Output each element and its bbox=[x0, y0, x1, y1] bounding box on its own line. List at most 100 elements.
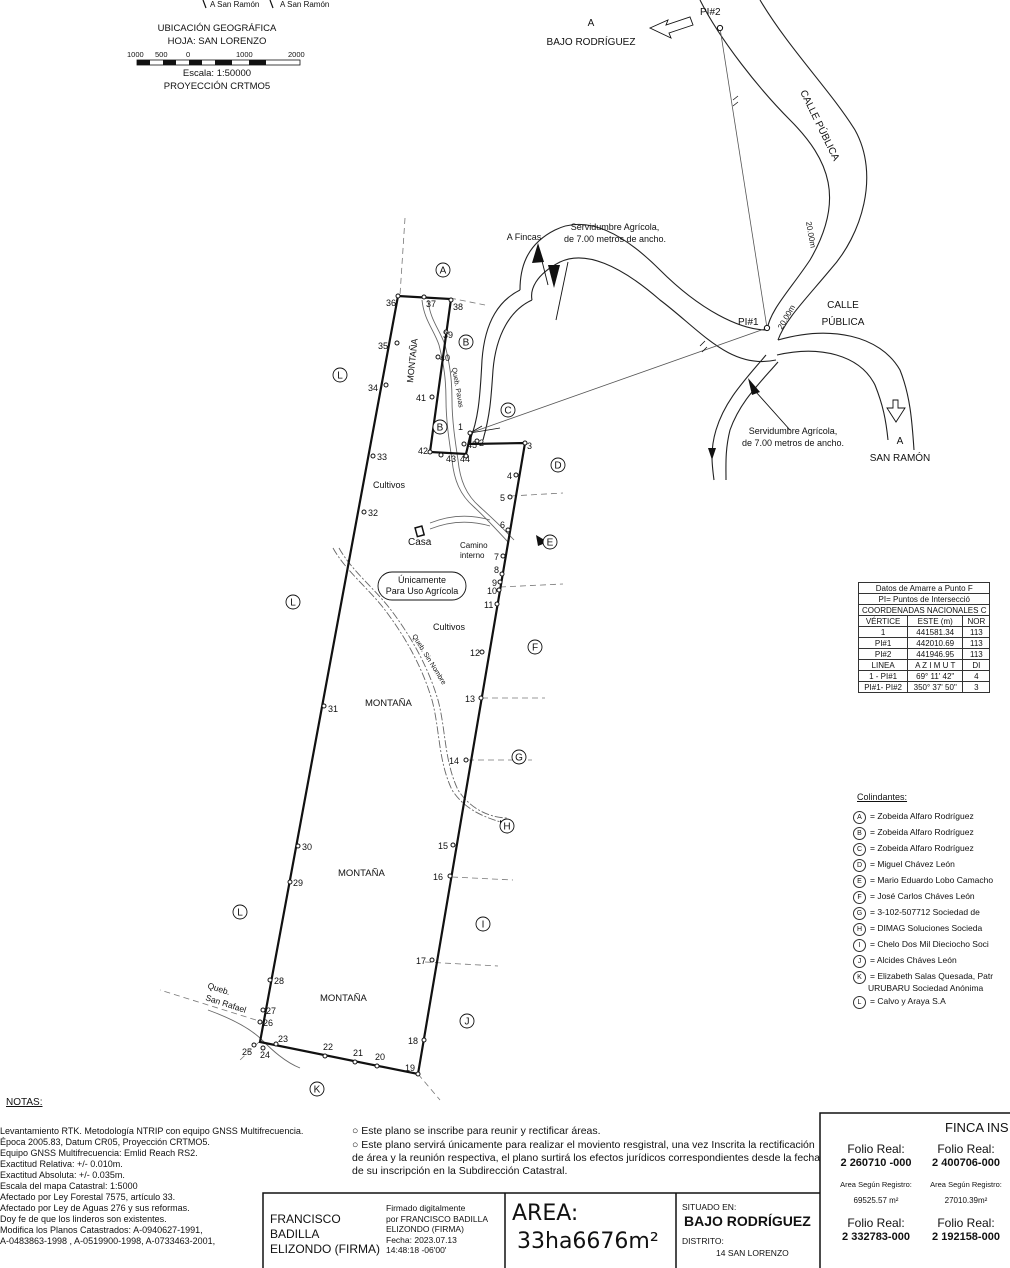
vertex-label: 31 bbox=[328, 704, 338, 714]
vertex-label: 24 bbox=[260, 1050, 270, 1060]
colindante-item: L= Calvo y Araya S.A bbox=[853, 993, 993, 1009]
casa-label: Casa bbox=[408, 537, 432, 548]
cultivos-label-1: Cultivos bbox=[373, 480, 406, 490]
parcel-letter-e: E bbox=[547, 538, 554, 549]
servidumbre-south-edge bbox=[531, 257, 777, 362]
parcel-letter-circle bbox=[309, 1081, 325, 1097]
vertex-label: 15 bbox=[438, 841, 448, 851]
parcel-letter-circle bbox=[511, 749, 527, 765]
parcel-letter-c: C bbox=[504, 406, 511, 417]
vertex-point bbox=[435, 354, 441, 360]
vertex-label: 8 bbox=[494, 565, 499, 575]
queb-pavas-a bbox=[427, 299, 515, 541]
parcel-letter-circle bbox=[459, 1013, 475, 1029]
vertex-point bbox=[438, 452, 444, 458]
dir-right-label: A San Ramón bbox=[280, 0, 329, 9]
amarre-coord-title: COORDENADAS NACIONALES C bbox=[857, 604, 991, 616]
casa-building bbox=[414, 525, 426, 538]
parcel-letter-circle bbox=[232, 904, 248, 920]
camino-line1: Camino bbox=[460, 541, 488, 550]
colindante-mark: E bbox=[853, 875, 866, 888]
finca-col-2: Folio Real: 2 400706-000 Area Según Regi… bbox=[922, 1142, 1010, 1244]
vertex-point bbox=[429, 957, 435, 963]
parcel-letter-circle bbox=[542, 534, 558, 550]
colindante-item: URUBARU Sociedad Anónima bbox=[853, 980, 993, 993]
vertex-point bbox=[494, 601, 500, 607]
colindante-item: B= Zobeida Alfaro Rodríguez bbox=[853, 824, 993, 840]
parcel-letter-l: L bbox=[337, 371, 343, 382]
colindante-mark bbox=[853, 980, 864, 991]
colindante-item: F= José Carlos Cháves León bbox=[853, 888, 993, 904]
vertex-point bbox=[505, 527, 511, 533]
amarre-header: VÉRTICE bbox=[857, 615, 909, 627]
folio-label: Folio Real: bbox=[847, 1142, 905, 1156]
vertex-label: 2 bbox=[479, 438, 484, 448]
colindante-mark: B bbox=[853, 827, 866, 840]
vertex-point bbox=[463, 757, 469, 763]
colindante-mark: D bbox=[853, 859, 866, 872]
vertex-point bbox=[429, 394, 435, 400]
calle-label-2: PÚBLICA bbox=[822, 315, 865, 328]
line-header: A Z I M U T bbox=[907, 659, 964, 671]
map-labels: A BAJO RODRÍGUEZ A SAN RAMÓN CALLE PÚBLI… bbox=[204, 7, 930, 1015]
firma-digital-line: ELIZONDO (FIRMA) bbox=[386, 1224, 464, 1234]
arrow-south-road bbox=[708, 448, 716, 460]
area-registro-label: Area Según Registro: bbox=[930, 1180, 1002, 1189]
cell: 113 bbox=[962, 648, 991, 660]
colindante-item: G= 3-102-507712 Sociedad de bbox=[853, 904, 993, 920]
vertex-label: 27 bbox=[266, 1006, 276, 1016]
queb-pavas-b bbox=[421, 299, 509, 543]
amarre-subtitle: PI= Puntos de Intersecció bbox=[857, 593, 991, 605]
a-fincas-label: A Fincas bbox=[507, 232, 542, 242]
vertex-point bbox=[474, 438, 480, 444]
arrow-bajo-rodriguez bbox=[648, 16, 694, 39]
tie-lines bbox=[469, 27, 768, 434]
firma-name-2: BADILLA bbox=[270, 1227, 320, 1241]
colindante-mark: L bbox=[853, 996, 866, 1009]
parcel-letter-b: B bbox=[463, 338, 470, 349]
vertex-point bbox=[461, 441, 467, 447]
colindante-item: D= Miguel Chávez León bbox=[853, 856, 993, 872]
parcel-letter-j: J bbox=[465, 1017, 470, 1028]
vertex-label: 28 bbox=[274, 976, 284, 986]
nota-line: Época 2005.83, Datum CR05, Proyección CR… bbox=[0, 1137, 210, 1147]
colindante-item: A= Zobeida Alfaro Rodríguez bbox=[853, 808, 993, 824]
table-row: PI#1- PI#2 350° 37' 50" 3 bbox=[857, 681, 991, 693]
vertex-point bbox=[361, 509, 367, 515]
parcel-letter-circle bbox=[499, 818, 515, 834]
hoja-label: HOJA: SAN LORENZO bbox=[168, 36, 267, 47]
colindantes-title: Colindantes: bbox=[857, 792, 908, 802]
parcel-letter-b: B bbox=[437, 423, 444, 434]
firma-name: FRANCISCO BADILLA ELIZONDO (FIRMA) bbox=[270, 1212, 380, 1257]
observacion-1: ○ Este plano se inscribe para reunir y r… bbox=[352, 1125, 601, 1137]
uso-line2: Para Uso Agrícola bbox=[386, 586, 459, 596]
notas-title: NOTAS: bbox=[6, 1097, 43, 1108]
cell: 113 bbox=[962, 637, 991, 649]
parcel-letter-circle bbox=[475, 916, 491, 932]
parcel-letter-g: G bbox=[515, 753, 523, 764]
firma-digital-line: 14:48:18 -06'00' bbox=[386, 1245, 447, 1255]
vertex-label: 33 bbox=[377, 452, 387, 462]
vertex-label: 14 bbox=[449, 756, 459, 766]
line-header: DI bbox=[962, 659, 991, 671]
vertex-label: 13 bbox=[465, 694, 475, 704]
vertex-point bbox=[260, 1045, 266, 1051]
colindante-mark: F bbox=[853, 891, 866, 904]
line-header: LINEA bbox=[857, 659, 909, 671]
vertex-point bbox=[383, 382, 389, 388]
colindante-name: URUBARU Sociedad Anónima bbox=[868, 983, 984, 993]
area-registro-value: 69525.57 m² bbox=[853, 1196, 899, 1205]
table-row: 1 441581.34 113 bbox=[857, 626, 991, 638]
area-registro-value: 27010.39m² bbox=[944, 1196, 988, 1205]
colindante-name: = Zobeida Alfaro Rodríguez bbox=[870, 811, 974, 821]
distrito-value: 14 SAN LORENZO bbox=[716, 1248, 789, 1258]
colindante-name: = Elizabeth Salas Quesada, Patr bbox=[870, 971, 994, 981]
serv1-line2: de 7.00 metros de ancho. bbox=[564, 234, 666, 244]
ubicacion-title: UBICACIÓN GEOGRÁFICA bbox=[158, 23, 277, 34]
vertex-label: 23 bbox=[278, 1034, 288, 1044]
bajo-rodriguez-a: A bbox=[588, 18, 595, 29]
parcel-letter-circle bbox=[435, 262, 451, 278]
